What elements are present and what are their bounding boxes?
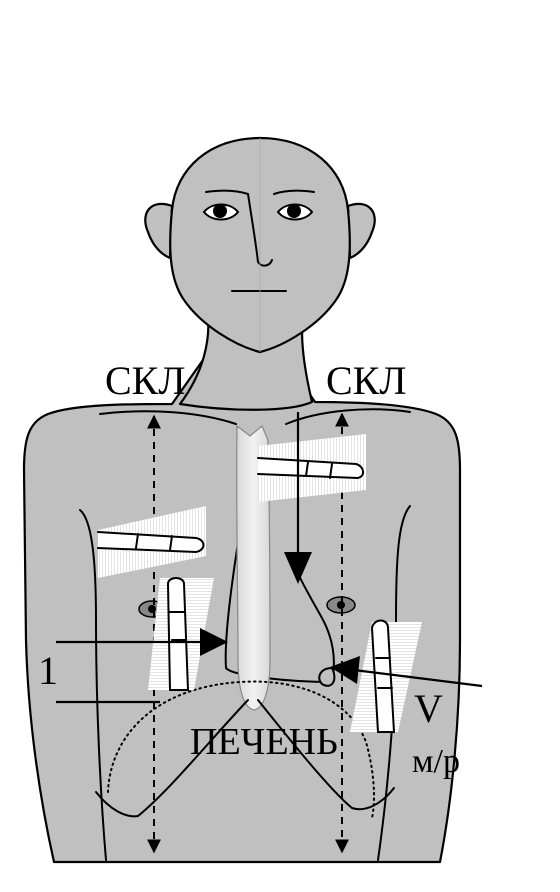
label-liver: ПЕЧЕНЬ: [190, 721, 338, 763]
left-ear: [144, 202, 174, 260]
liver-outline: [107, 680, 375, 819]
finger-upper-right-horizontal: [257, 434, 366, 502]
arrowhead-to-apex: [330, 656, 360, 684]
heart-apex: [318, 666, 336, 687]
left-eye: [213, 204, 227, 218]
label-skl-left: СКЛ: [105, 358, 186, 403]
finger-left-vertical: [148, 577, 214, 691]
arrowhead-to-sternum: [200, 628, 228, 656]
label-intercostal: м/р: [412, 743, 460, 780]
left-clavicle: [99, 410, 237, 425]
finger-right-vertical: [350, 619, 422, 733]
right-eye: [287, 204, 301, 218]
heart-outline: [224, 529, 335, 684]
arrowhead-down-heart: [284, 552, 312, 584]
right-ear: [346, 202, 376, 260]
finger-left-horizontal: [97, 506, 206, 578]
arrow-to-apex: [337, 666, 483, 688]
face: [202, 138, 315, 352]
label-one: 1: [38, 648, 58, 693]
label-skl-right: СКЛ: [326, 358, 407, 403]
label-roman-five: V: [414, 686, 443, 731]
